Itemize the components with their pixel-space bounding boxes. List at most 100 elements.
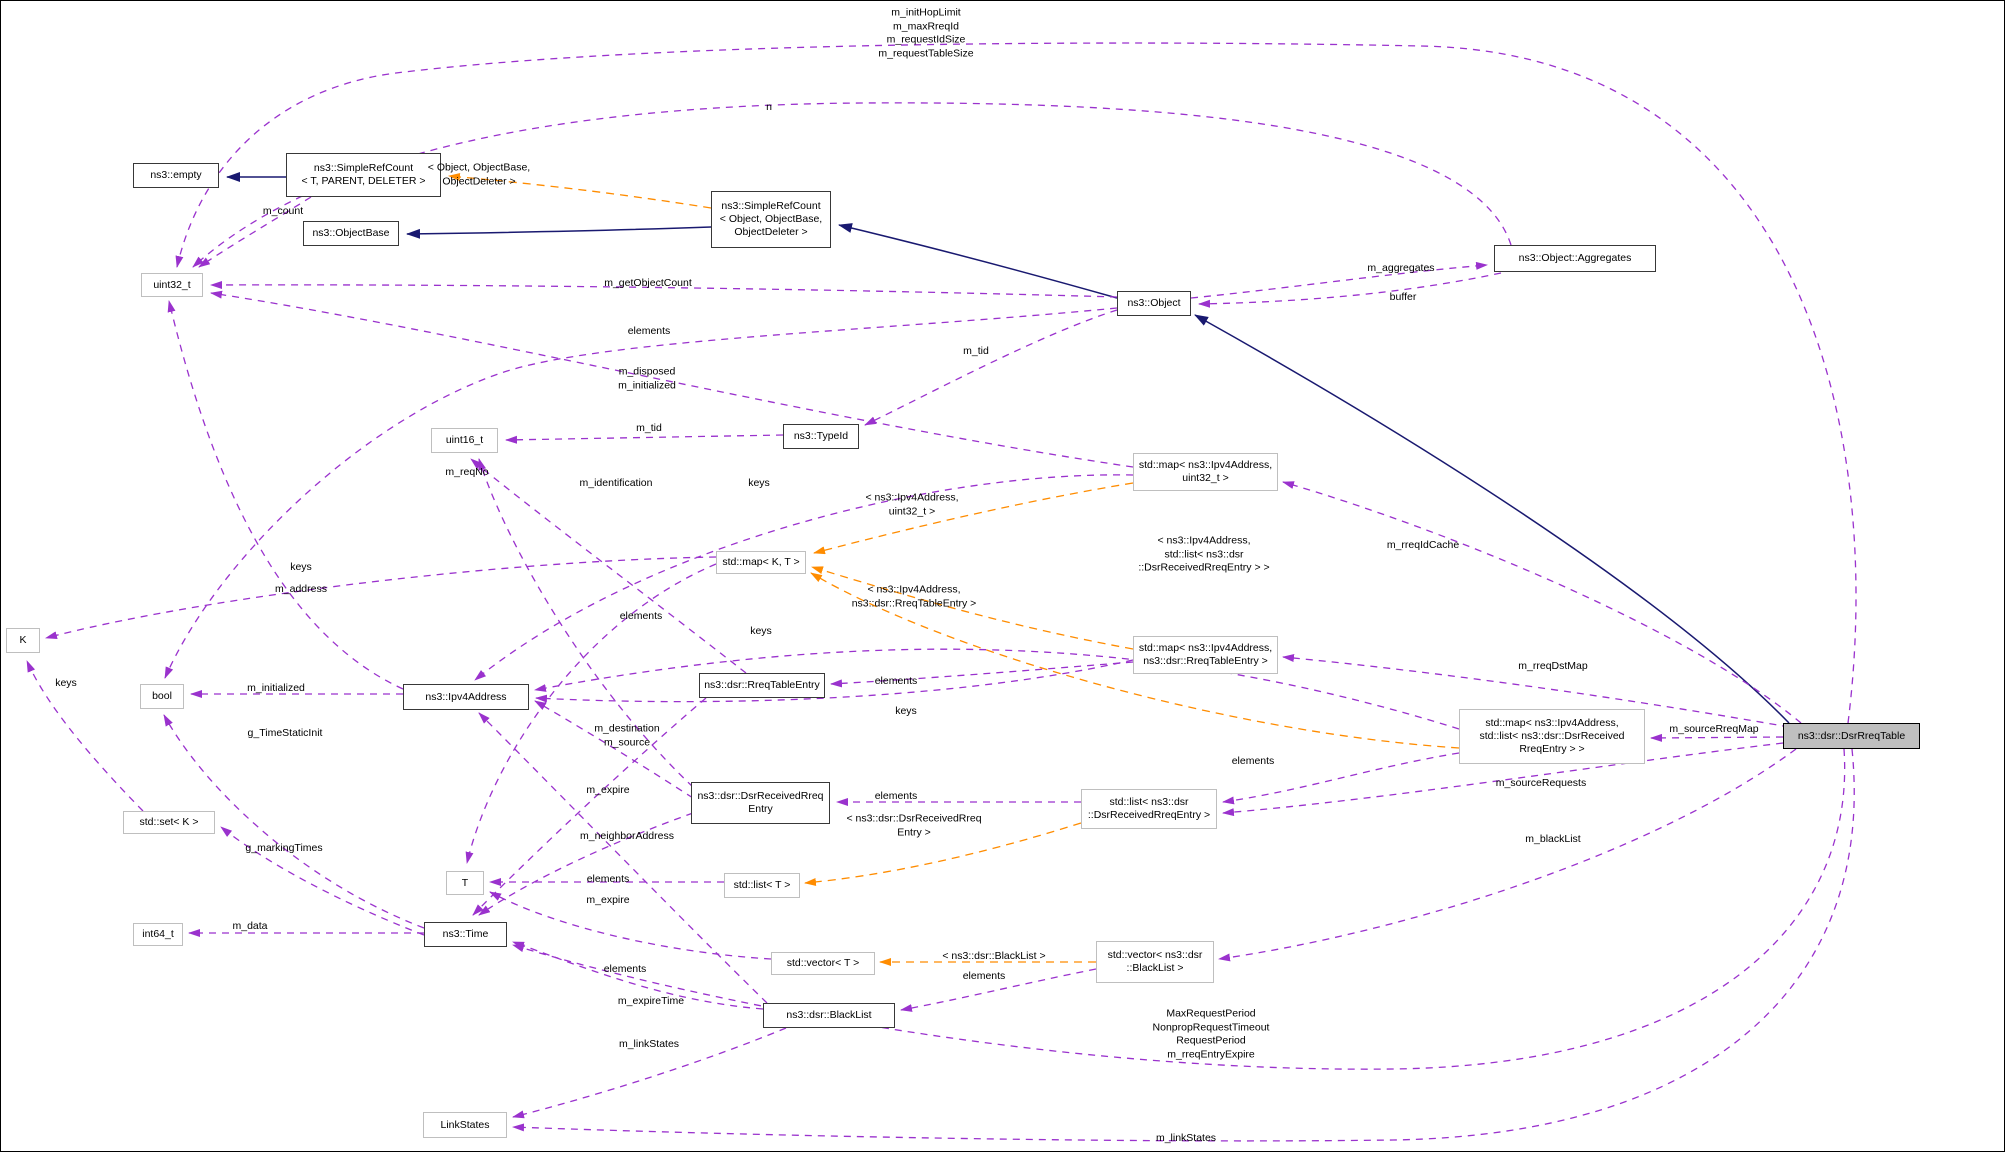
edge-label: keys: [290, 561, 312, 574]
node-bool[interactable]: bool: [140, 684, 184, 709]
node-vector-blacklist[interactable]: std::vector< ns3::dsr::BlackList >: [1096, 941, 1214, 983]
node-label-line: std::map< ns3::Ipv4Address,: [1138, 642, 1273, 655]
edge-map-ipv4-uint32-to-ipv4address: [474, 474, 1134, 681]
node-vector-t[interactable]: std::vector< T >: [771, 952, 875, 975]
node-dsrrreqtable[interactable]: ns3::dsr::DsrRreqTable: [1783, 723, 1920, 749]
node-map-ipv4-uint32[interactable]: std::map< ns3::Ipv4Address,uint32_t >: [1133, 453, 1278, 491]
node-label-line: std::map< ns3::Ipv4Address,: [1485, 717, 1619, 730]
edge-dsrreceivedrreqentry-to-uint16: [478, 458, 694, 788]
node-label-line: std::set< K >: [139, 816, 199, 829]
edge-dsrreceivedrreqentry-to-time: [478, 812, 694, 916]
node-label-line: ns3::empty: [150, 169, 202, 182]
node-rreqtableentry[interactable]: ns3::dsr::RreqTableEntry: [699, 673, 825, 698]
edge-label: m_expire: [586, 784, 630, 797]
node-map-k-t[interactable]: std::map< K, T >: [716, 551, 806, 574]
node-object[interactable]: ns3::Object: [1117, 291, 1191, 316]
node-label-line: ns3::dsr::DsrRreqTable: [1797, 729, 1906, 742]
edge-label: n: [766, 101, 772, 114]
edge-label: < ns3::dsr::DsrReceivedRreq Entry >: [846, 812, 982, 838]
edge-rreqtableentry-to-uint16: [470, 458, 747, 674]
node-label-line: std::map< ns3::Ipv4Address,: [1138, 459, 1273, 472]
node-uint32[interactable]: uint32_t: [141, 273, 203, 297]
edge-dsrrreqtable-to-time: [512, 748, 1846, 1070]
node-label-line: ns3::Ipv4Address: [425, 690, 507, 703]
node-label-line: ObjectDeleter >: [734, 225, 808, 238]
node-label-line: < Object, ObjectBase,: [719, 213, 823, 226]
node-label-line: K: [19, 634, 27, 647]
edge-time-to-bool: [163, 714, 425, 929]
edge-label: m_getObjectCount: [604, 277, 692, 290]
edge-label: m_address: [275, 583, 327, 596]
edge-set-k-to-k: [26, 660, 144, 812]
node-label-line: ns3::TypeId: [793, 430, 849, 443]
node-t[interactable]: T: [446, 871, 484, 895]
edge-dsrrreqtable-to-linkstates: [512, 748, 1855, 1142]
node-label-line: std::vector< T >: [786, 957, 860, 970]
node-uint16[interactable]: uint16_t: [431, 428, 498, 453]
node-list-dsrreceived[interactable]: std::list< ns3::dsr::DsrReceivedRreqEntr…: [1081, 789, 1217, 829]
node-list-t[interactable]: std::list< T >: [724, 873, 800, 898]
node-typeid[interactable]: ns3::TypeId: [783, 424, 859, 449]
edge-label: m_rreqIdCache: [1386, 539, 1460, 552]
node-label-line: uint32_t >: [1182, 472, 1229, 484]
node-label-line: int64_t: [142, 928, 174, 941]
node-blacklist[interactable]: ns3::dsr::BlackList: [763, 1003, 895, 1028]
node-objectbase[interactable]: ns3::ObjectBase: [303, 221, 399, 246]
node-k[interactable]: K: [6, 628, 40, 653]
node-set-k[interactable]: std::set< K >: [123, 811, 215, 834]
node-simplerefcount-generic[interactable]: ns3::SimpleRefCount< T, PARENT, DELETER …: [286, 153, 441, 197]
edge-label: m_linkStates: [1155, 1132, 1217, 1145]
node-label-line: std::map< K, T >: [722, 556, 800, 569]
edge-label: keys: [55, 677, 77, 690]
edge-label: m_initHopLimit m_maxRreqId m_requestIdSi…: [878, 6, 974, 60]
node-object-aggregates[interactable]: ns3::Object::Aggregates: [1494, 245, 1656, 272]
edge-map-ipv4-uint32-to-map-k-t: [813, 482, 1134, 555]
node-label-line: RreqEntry > >: [1519, 742, 1585, 755]
edge-label: m_sourceRequests: [1495, 777, 1587, 790]
edge-object-aggregates-to-uint32: [192, 102, 1512, 268]
node-label-line: ns3::dsr::DsrReceivedRreq: [697, 790, 824, 803]
edge-dsrrreqtable-to-map-ipv4-uint32: [1282, 481, 1802, 724]
edge-dsrrreqtable-to-vector-blacklist: [1218, 748, 1797, 962]
edge-label: < Object, ObjectBase, ObjectDeleter >: [427, 161, 531, 187]
node-simplerefcount-object[interactable]: ns3::SimpleRefCount< Object, ObjectBase,…: [711, 191, 831, 248]
edge-label: m_tid: [963, 345, 989, 358]
edge-dsrrreqtable-to-uint32: [175, 42, 1857, 724]
node-empty[interactable]: ns3::empty: [133, 163, 219, 188]
edge-label: MaxRequestPeriod NonpropRequestTimeout R…: [1152, 1007, 1270, 1061]
node-label-line: ns3::dsr::RreqTableEntry >: [1143, 655, 1268, 667]
edge-blacklist-to-linkstates: [512, 1027, 787, 1119]
edge-object-to-simplerefcount-object: [838, 223, 1118, 299]
node-label-line: uint16_t: [445, 434, 484, 447]
node-time[interactable]: ns3::Time: [424, 922, 507, 947]
node-label-line: ns3::Time: [442, 928, 489, 941]
node-int64[interactable]: int64_t: [133, 923, 183, 946]
edge-label: m_rreqDstMap: [1518, 660, 1588, 673]
edge-label: < ns3::Ipv4Address, std::list< ns3::dsr …: [1138, 534, 1270, 574]
edge-rreqtableentry-to-time: [472, 697, 707, 916]
edge-label: m_expire: [586, 894, 630, 907]
edge-label: m_disposed m_initialized: [618, 365, 676, 391]
edge-object-to-bool: [164, 307, 1118, 679]
node-map-ipv4-rreqte[interactable]: std::map< ns3::Ipv4Address,ns3::dsr::Rre…: [1133, 636, 1278, 674]
edge-simplerefcount-object-to-simplerefcount-generic: [448, 172, 712, 209]
edge-label: elements: [874, 790, 918, 803]
edge-label: g_markingTimes: [245, 842, 323, 855]
edge-label: < ns3::dsr::BlackList >: [942, 950, 1046, 963]
node-label-line: ns3::SimpleRefCount: [313, 162, 414, 175]
edge-map-ipv4-rreqte-to-map-k-t: [811, 566, 1134, 650]
node-label-line: ns3::Object: [1127, 297, 1181, 310]
edge-label: m_reqNo: [445, 466, 489, 479]
edge-label: m_tid: [636, 422, 662, 435]
node-map-ipv4-list[interactable]: std::map< ns3::Ipv4Address,std::list< ns…: [1459, 709, 1645, 764]
node-ipv4address[interactable]: ns3::Ipv4Address: [403, 684, 529, 710]
node-linkstates[interactable]: LinkStates: [423, 1112, 507, 1138]
edge-label: keys: [750, 625, 772, 638]
edge-dsrrreqtable-to-map-ipv4-list: [1650, 733, 1784, 742]
edge-label: m_aggregates: [1367, 262, 1435, 275]
edge-map-ipv4-list-to-list-dsrreceived: [1222, 752, 1460, 805]
edge-object-to-object-aggregates: [1190, 261, 1488, 299]
